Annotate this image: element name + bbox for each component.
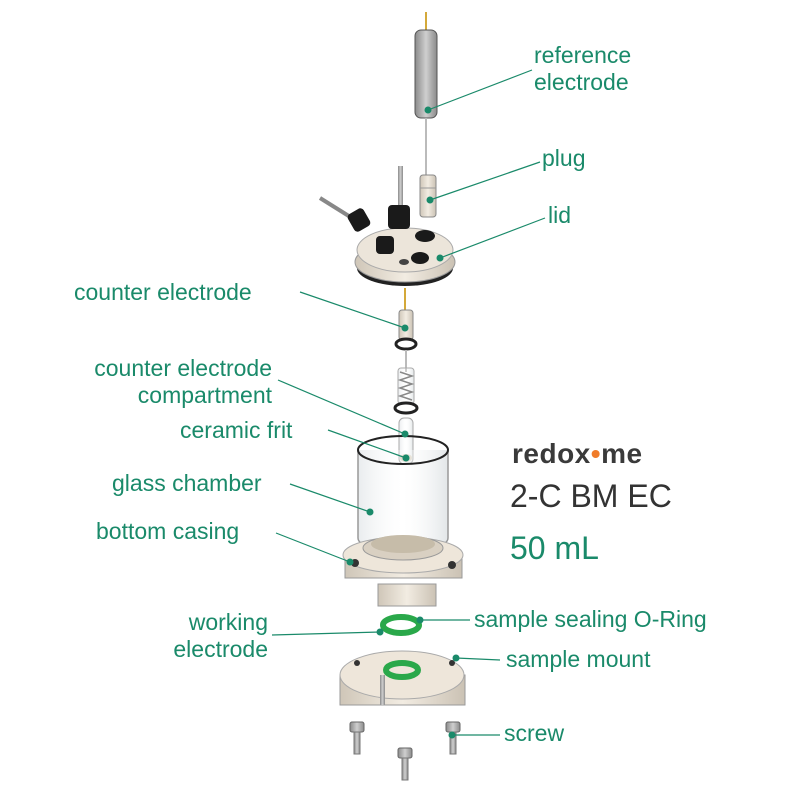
spacer-block-part xyxy=(377,583,437,607)
label-plug: plug xyxy=(542,145,586,171)
sample-mount-part xyxy=(339,650,466,706)
plug-part xyxy=(419,174,437,218)
reference-electrode-part xyxy=(414,12,438,200)
bottom-casing-part xyxy=(342,535,464,579)
label-screw: screw xyxy=(504,720,565,746)
lid-part xyxy=(318,166,456,286)
label-reference-electrode: reference electrode xyxy=(534,42,632,95)
model-name: 2-C BM EC xyxy=(510,478,672,514)
label-lid: lid xyxy=(548,202,572,228)
glass-chamber-part xyxy=(357,435,449,553)
volume-label: 50 mL xyxy=(510,530,599,566)
label-sample-mount: sample mount xyxy=(506,646,651,672)
brand-logo: redox•me xyxy=(512,438,643,469)
label-bottom-casing: bottom casing xyxy=(96,518,240,544)
o-ring-part xyxy=(380,614,422,636)
leader-lines xyxy=(271,69,546,736)
label-glass-chamber: glass chamber xyxy=(112,470,262,496)
label-working-electrode: working electrode xyxy=(173,609,268,662)
counter-electrode-compartment-part xyxy=(393,367,419,415)
leader-dots xyxy=(346,106,460,739)
screws-part xyxy=(349,721,461,781)
label-counter-electrode-compartment: counter electrode compartment xyxy=(94,355,272,408)
label-sample-sealing-o-ring: sample sealing O-Ring xyxy=(474,606,707,632)
label-counter-electrode: counter electrode xyxy=(74,279,252,305)
label-ceramic-frit: ceramic frit xyxy=(180,417,293,443)
